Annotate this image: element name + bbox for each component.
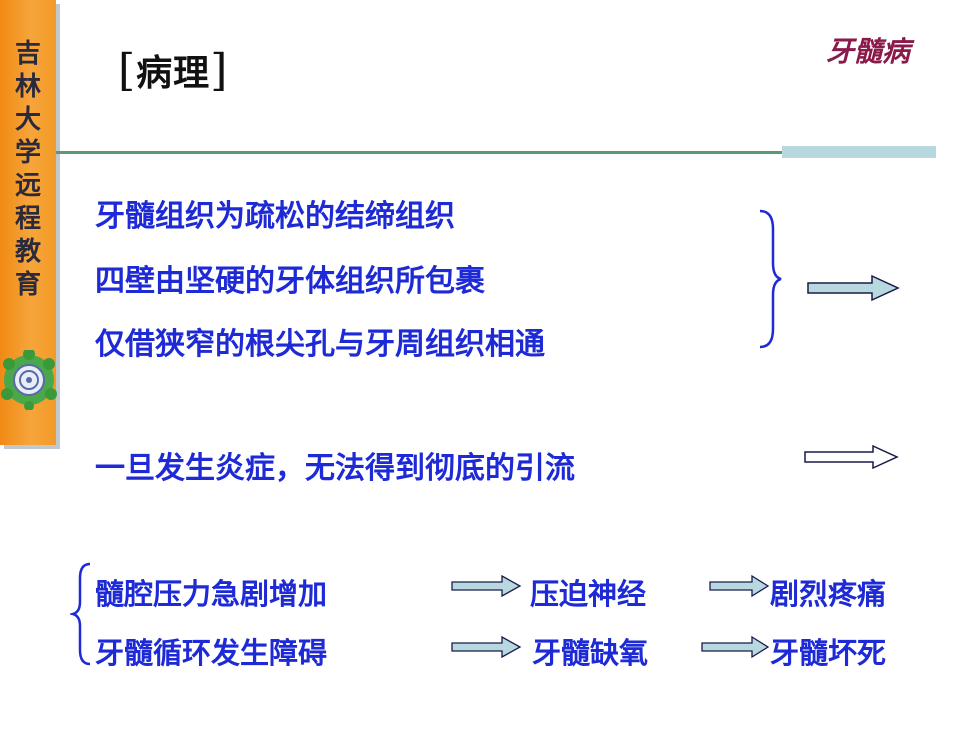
chain1-step-2: 压迫神经 bbox=[530, 577, 647, 611]
title-text: 病理 bbox=[136, 52, 211, 94]
group1-line-2: 四壁由坚硬的牙体组织所包裹 bbox=[95, 264, 485, 299]
topic-label: 牙髓病 bbox=[826, 35, 911, 68]
chain2-step-1: 牙髓循环发生障碍 bbox=[95, 636, 328, 670]
group1-line-3: 仅借狭窄的根尖孔与牙周组织相通 bbox=[95, 327, 545, 362]
arrow-right-icon bbox=[701, 635, 770, 659]
chain1-step-1: 髓腔压力急剧增加 bbox=[95, 577, 328, 611]
arrow-right-icon bbox=[804, 444, 899, 470]
sidebar: 吉 林 大 学 远 程 教 育 bbox=[0, 0, 57, 445]
university-logo-icon bbox=[1, 350, 57, 410]
page-title: [病理] bbox=[118, 44, 228, 96]
chain1-step-3: 剧烈疼痛 bbox=[770, 577, 887, 611]
right-brace-icon bbox=[759, 209, 782, 349]
sidebar-title-char: 林 bbox=[14, 72, 41, 102]
sidebar-title-char: 大 bbox=[14, 105, 41, 135]
sidebar-title-char: 学 bbox=[14, 138, 41, 168]
sidebar-title-char: 吉 bbox=[14, 39, 41, 69]
divider-line bbox=[56, 151, 786, 154]
chain2-step-3: 牙髓坏死 bbox=[770, 636, 887, 670]
sidebar-title: 吉 林 大 学 远 程 教 育 bbox=[0, 38, 56, 302]
title-close-bracket: ] bbox=[210, 45, 229, 96]
chain2-step-2: 牙髓缺氧 bbox=[532, 636, 649, 670]
arrow-right-icon bbox=[451, 574, 522, 598]
title-open-bracket: [ bbox=[118, 45, 137, 96]
sidebar-title-char: 程 bbox=[14, 204, 41, 234]
group1-line-1: 牙髓组织为疏松的结缔组织 bbox=[95, 199, 455, 234]
statement-line: 一旦发生炎症，无法得到彻底的引流 bbox=[95, 451, 575, 486]
arrow-right-icon bbox=[451, 635, 522, 659]
left-brace-icon bbox=[70, 562, 91, 666]
sidebar-title-char: 教 bbox=[14, 237, 41, 267]
arrow-right-icon bbox=[709, 574, 770, 598]
arrow-right-icon bbox=[807, 274, 900, 302]
sidebar-title-char: 远 bbox=[14, 171, 41, 201]
sidebar-title-char: 育 bbox=[14, 270, 41, 300]
divider-accent-bar bbox=[782, 146, 936, 158]
